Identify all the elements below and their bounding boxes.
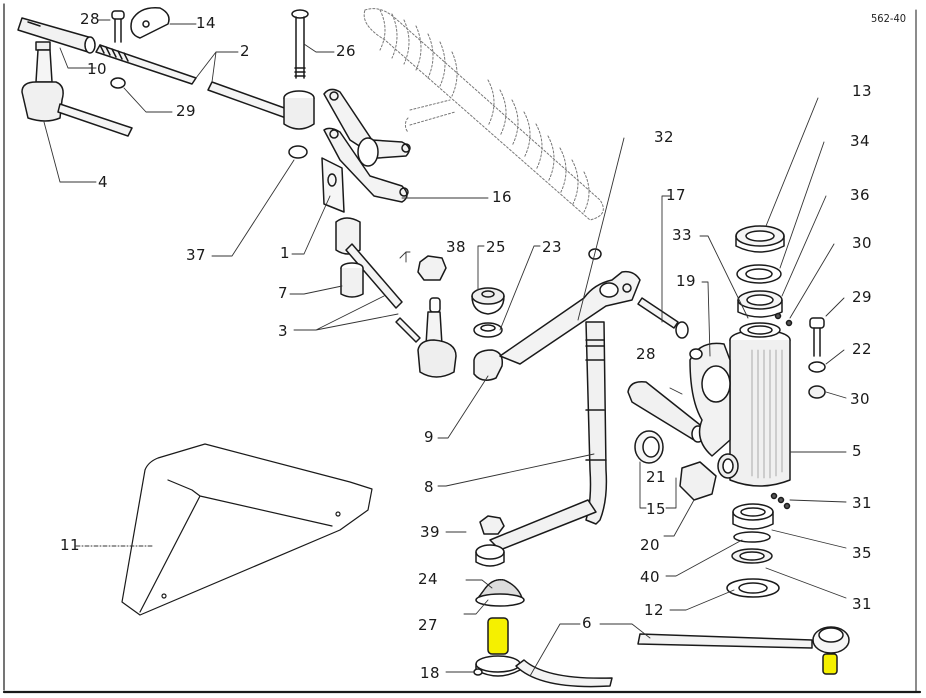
part-16-idler-arm: [323, 88, 411, 203]
leader-lines: [43, 19, 847, 677]
callout-25: 25: [486, 238, 507, 256]
lever-eye: [475, 544, 505, 567]
callout-12: 12: [644, 601, 665, 619]
part-18-ball-pin: [473, 617, 521, 677]
part-28-bolt-top: [111, 10, 125, 43]
callout-16: 16: [492, 188, 513, 206]
part-4-ball-joint: [21, 41, 133, 137]
callout-26: 26: [336, 42, 357, 60]
callout-40: 40: [640, 568, 661, 586]
part-2-rod-end: [283, 90, 315, 130]
callout-30-left: 29: [176, 102, 197, 120]
part-17-bolt: [637, 297, 689, 339]
part-1-bracket: [321, 157, 345, 213]
callout-9: 9: [424, 428, 435, 446]
part-23-cup: [473, 322, 503, 338]
callout-4: 4: [98, 173, 109, 191]
callout-21: 21: [646, 468, 667, 486]
callout-1: 1: [280, 244, 291, 262]
callout-17: 17: [666, 186, 687, 204]
callout-19: 19: [676, 272, 697, 290]
callout-28-lower: 28: [636, 345, 657, 363]
callout-3: 3: [278, 322, 289, 340]
part-14-clip: [130, 7, 170, 39]
callout-30-right: 30: [850, 390, 871, 408]
part-7-bush: [340, 262, 364, 298]
callout-6: 6: [582, 614, 593, 632]
steering-column-ghost: [363, 8, 604, 221]
part-30-nut-left: [110, 77, 126, 89]
callout-36-lower: 39: [420, 523, 441, 541]
callout-18: 18: [420, 664, 441, 682]
callout-27: 27: [418, 616, 439, 634]
part-6-track-rod: [515, 626, 850, 688]
part-8-steering-shaft: [489, 321, 608, 551]
callout-13: 13: [852, 82, 873, 100]
part-35-nut: [288, 145, 308, 159]
part-11-shield-plate: [121, 443, 373, 616]
callout-34: 31: [852, 595, 873, 613]
bearing-stack-top: [735, 225, 793, 338]
callout-36-upper: 38: [446, 238, 467, 256]
callout-29: 29: [852, 288, 873, 306]
part-25-rubber-boot: [471, 287, 505, 315]
part-9-pitman-arm: [473, 270, 641, 381]
callout-14: 14: [196, 14, 217, 32]
part-22-washer: [808, 361, 826, 373]
callout-7: 7: [278, 284, 289, 302]
part-20-locknut: [679, 461, 717, 501]
callout-38: 35: [852, 544, 873, 562]
callout-15: 15: [646, 500, 667, 518]
part-36-nut-lower: [479, 515, 505, 535]
part-2-tie-rod: [95, 44, 291, 119]
callout-8: 8: [424, 478, 435, 496]
callout-35: 37: [186, 246, 207, 264]
callout-23: 23: [542, 238, 563, 256]
bearing-stack-bottom: [726, 492, 791, 598]
callout-31-lower: 31: [852, 494, 873, 512]
part-3-drag-link: [335, 217, 457, 378]
part-29-bolt: [809, 317, 825, 357]
callout-20: 20: [640, 536, 661, 554]
callout-33: 33: [672, 226, 693, 244]
callout-39: 36: [850, 186, 871, 204]
callout-24: 24: [418, 570, 439, 588]
callout-11: 11: [60, 536, 81, 554]
callout-37: 34: [850, 132, 871, 150]
callout-32: 32: [654, 128, 675, 146]
part-10-slotted-tube: [17, 17, 96, 54]
callout-10: 10: [87, 60, 108, 78]
callout-22: 22: [852, 340, 873, 358]
drawing-reference-code: 562-40: [871, 12, 907, 25]
callout-31-upper: 30: [852, 234, 873, 252]
part-36-nut-upper: [417, 255, 447, 281]
part-26-bolt: [291, 9, 309, 79]
callout-5: 5: [852, 442, 863, 460]
callout-2: 2: [240, 42, 251, 60]
part-15-ring: [634, 430, 664, 464]
callout-28-top: 28: [80, 10, 101, 28]
part-30-nut-right: [808, 385, 826, 399]
part-24-dust-cover: [475, 578, 525, 607]
part-5-steering-housing: [689, 329, 791, 487]
